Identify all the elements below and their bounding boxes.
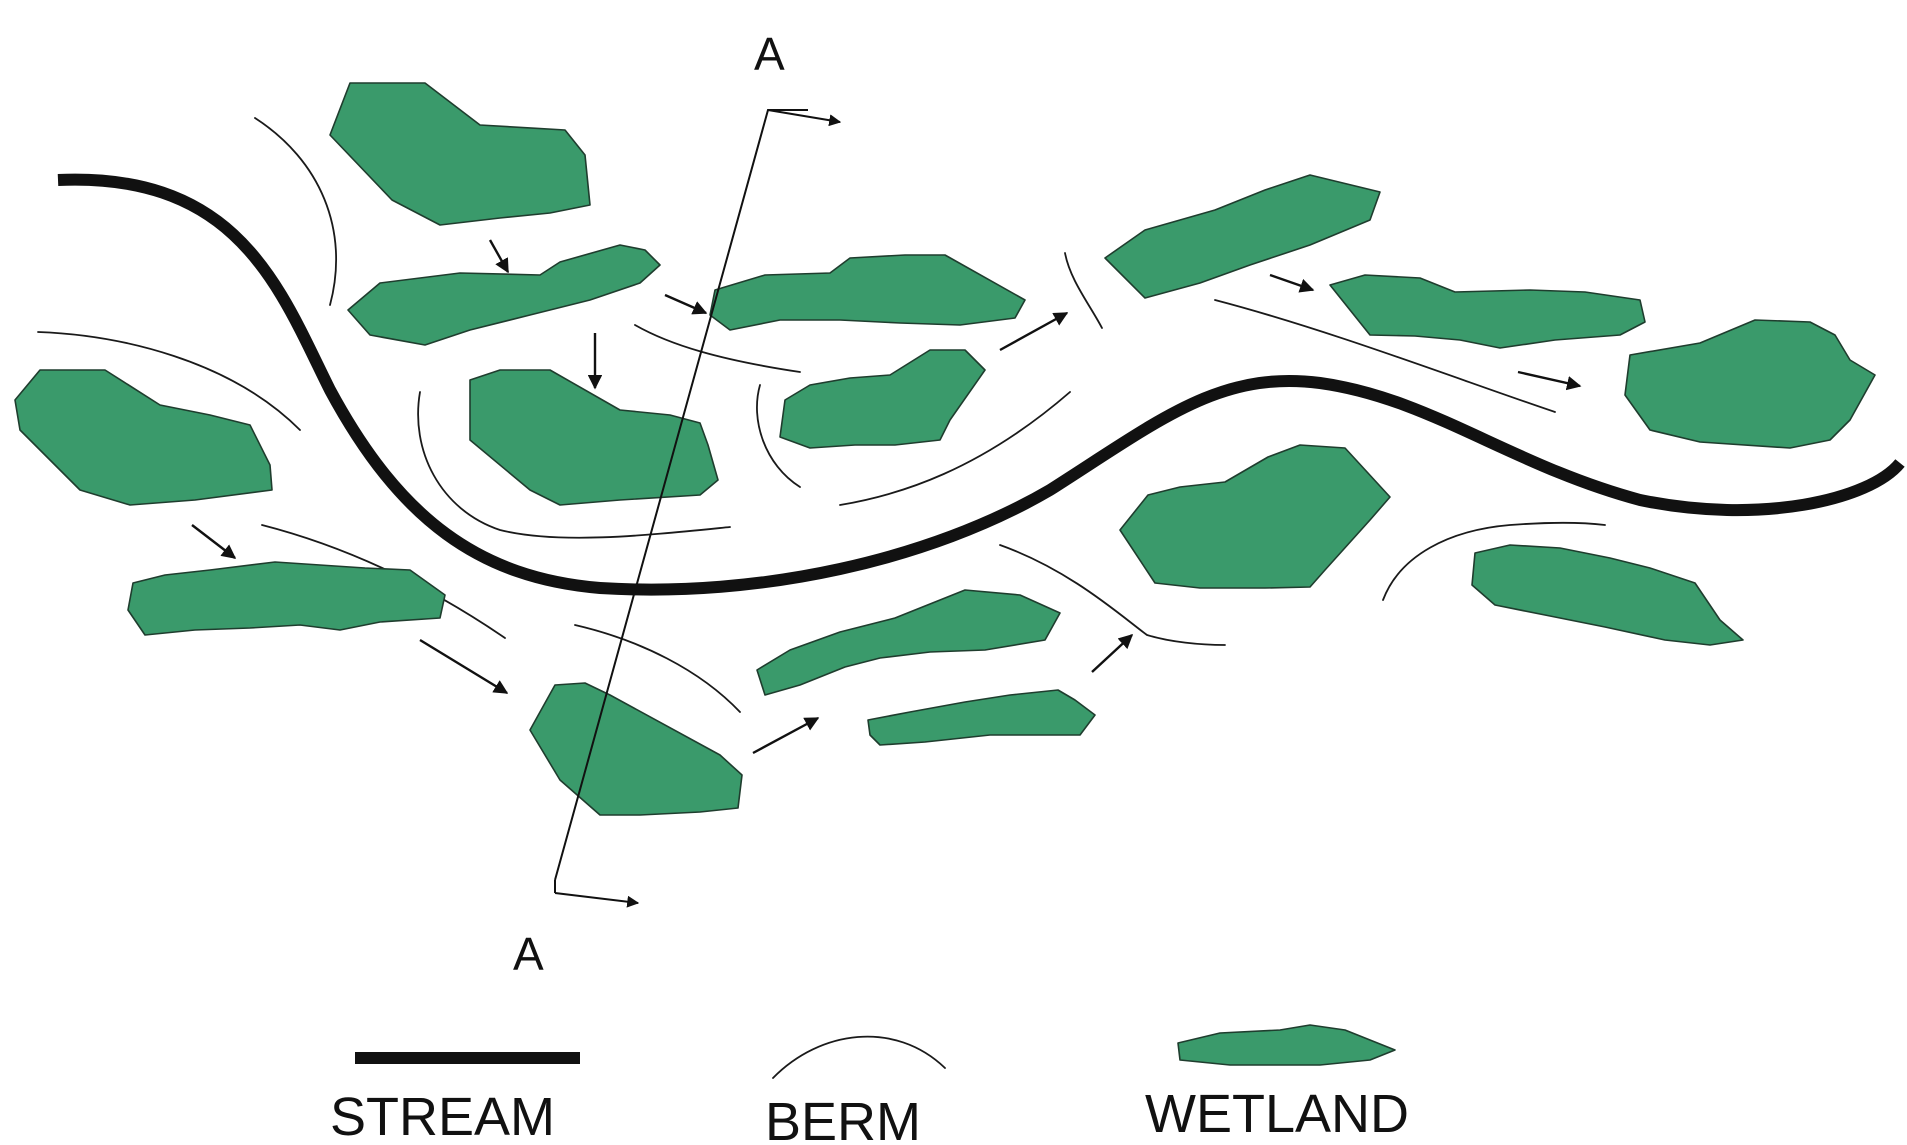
flow-arrow [752, 716, 820, 755]
berm [756, 384, 801, 488]
wetland [1624, 319, 1876, 449]
berm [261, 524, 506, 639]
legend-wetland-label: WETLAND [1145, 1084, 1409, 1144]
wetland [469, 369, 719, 506]
wetland [867, 689, 1096, 746]
legend-berm-swatch [772, 1035, 946, 1079]
flow-arrow [664, 293, 708, 315]
berm [999, 544, 1226, 646]
flow-arrow [419, 638, 509, 695]
flow-arrow [1517, 370, 1582, 391]
berm [1064, 252, 1103, 329]
legend-item-wetland: WETLAND [1145, 1024, 1409, 1144]
flow-arrow [999, 311, 1069, 352]
wetland [1329, 274, 1646, 349]
legend-stream-label: STREAM [330, 1087, 555, 1145]
stream-line [57, 173, 1905, 596]
section-label-top: A [754, 28, 785, 80]
flow-arrow [1091, 634, 1134, 673]
legend-wetland-swatch [1177, 1024, 1396, 1066]
wetland [347, 244, 661, 346]
legend-item-berm: BERM [765, 1035, 946, 1145]
wetlands [14, 82, 1876, 816]
wetland [779, 349, 986, 449]
berm [254, 117, 337, 306]
wetland [14, 369, 273, 506]
flow-arrow [1269, 273, 1315, 293]
section-arrow-bottom [554, 892, 640, 908]
wetland [709, 254, 1026, 331]
legend: STREAM BERM WETLAND [330, 1024, 1409, 1145]
berm [574, 624, 741, 713]
berm [417, 391, 731, 539]
section-a-a: A A [513, 28, 842, 980]
legend-berm-label: BERM [765, 1092, 921, 1145]
wetland [1471, 544, 1744, 646]
flow-arrows [191, 239, 1582, 755]
flow-arrow [191, 524, 237, 559]
berm [839, 391, 1071, 506]
section-arrow-top [767, 109, 842, 127]
berm [37, 331, 301, 431]
flow-arrow [488, 239, 510, 274]
wetland [329, 82, 591, 226]
wetland [756, 589, 1061, 696]
section-label-bottom: A [513, 928, 544, 980]
legend-item-stream: STREAM [330, 1052, 580, 1145]
wetland [529, 682, 743, 816]
berm [634, 324, 801, 373]
wetland [1104, 174, 1381, 299]
berm [1214, 299, 1556, 413]
berm [1382, 521, 1606, 601]
wetland [127, 561, 446, 636]
wetland [1119, 444, 1391, 589]
